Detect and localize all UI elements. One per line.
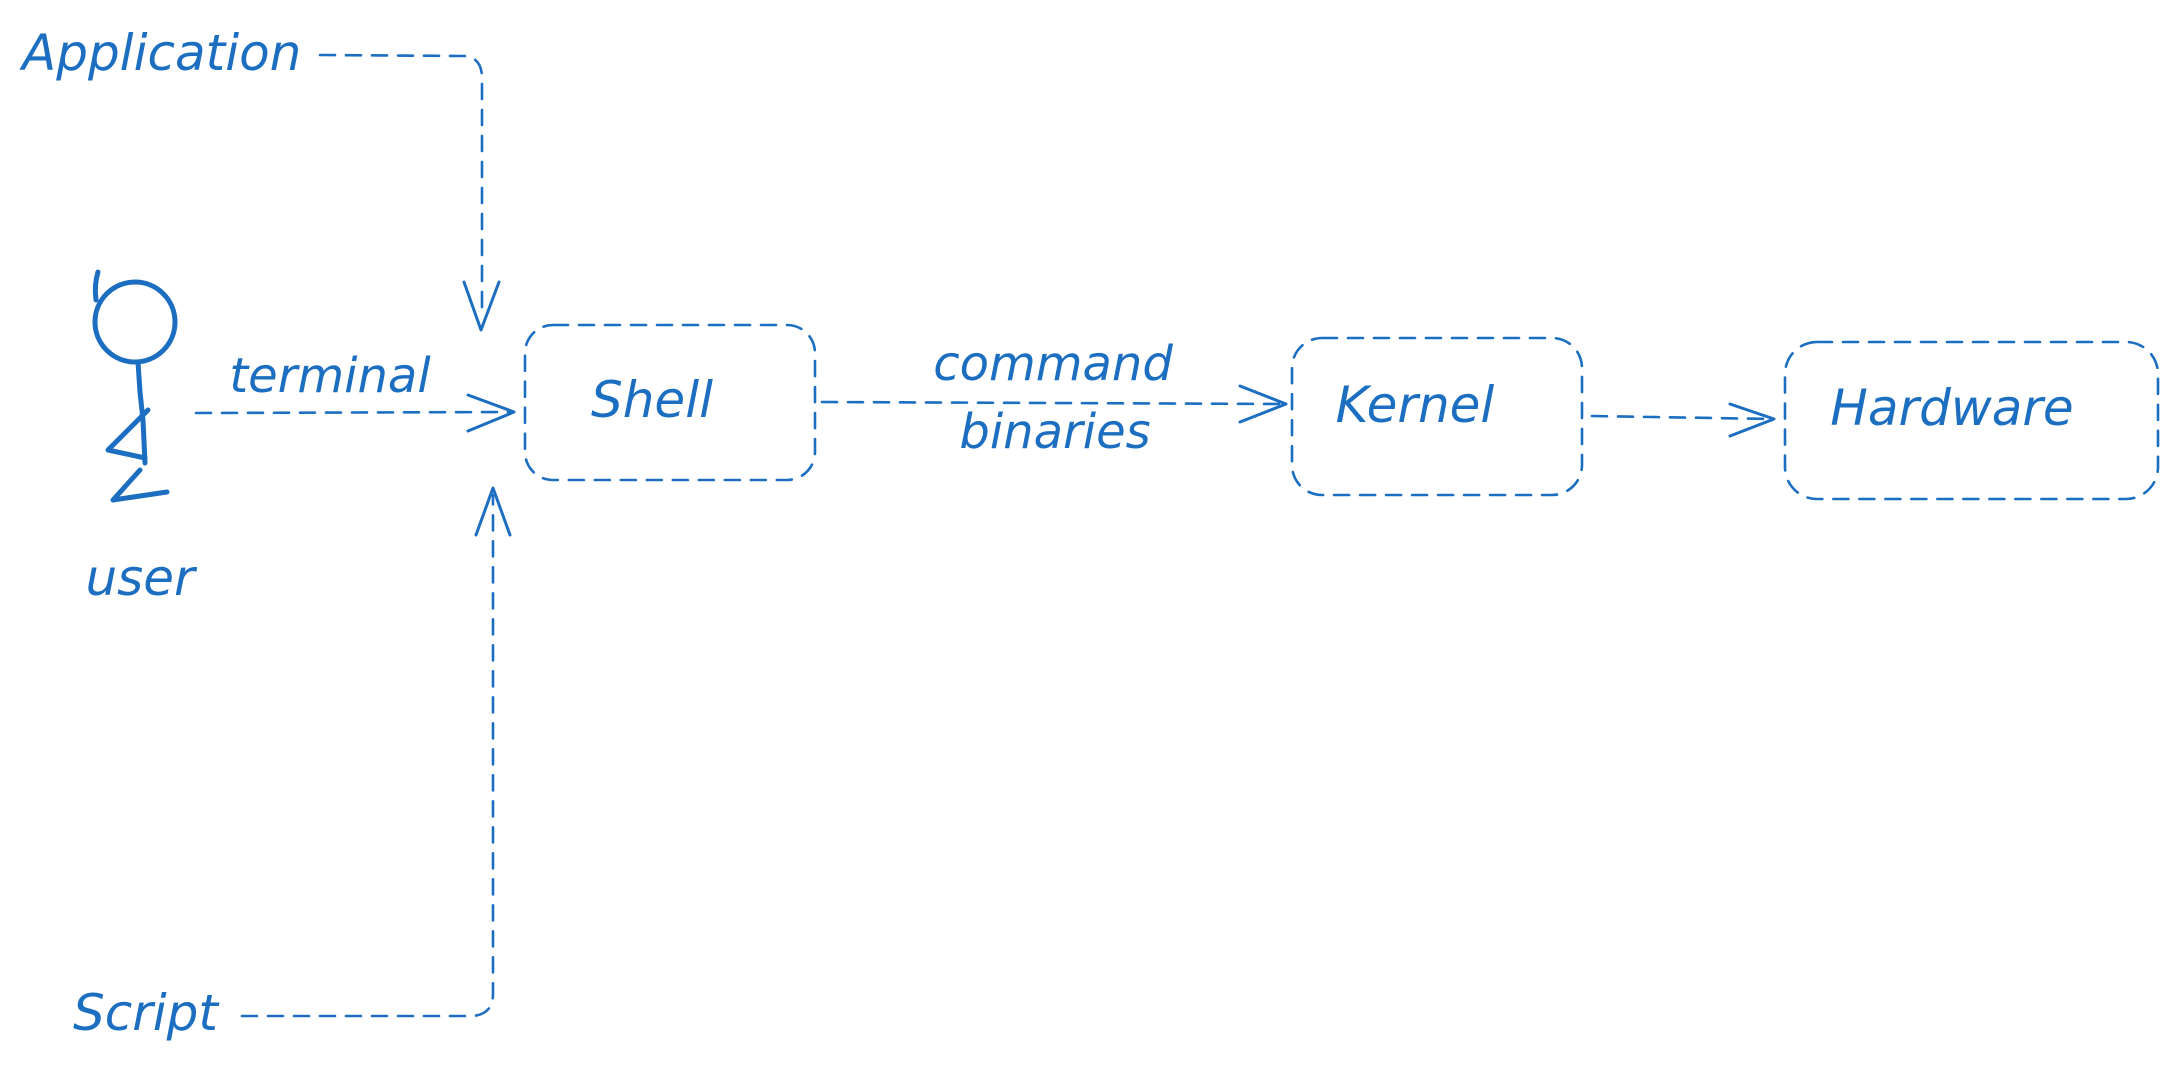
shell-node-label: Shell	[591, 371, 713, 429]
hardware-node: Hardware	[1783, 340, 2160, 501]
script-arrowhead-icon	[474, 486, 512, 537]
user-to-shell-arrow	[194, 410, 512, 415]
terminal-arrowhead-icon	[466, 393, 516, 433]
script-to-shell-arrow	[240, 493, 495, 1018]
application-arrowhead-icon	[462, 280, 501, 332]
kernel-node-label: Kernel	[1336, 376, 1495, 434]
script-label: Script	[73, 984, 220, 1042]
application-label: Application	[19, 24, 301, 82]
kernel-arrowhead-icon	[1238, 384, 1288, 424]
hardware-node-label: Hardware	[1830, 379, 2073, 437]
user-actor-icon	[92, 269, 178, 503]
user-label: user	[85, 549, 198, 607]
hardware-arrowhead-icon	[1728, 402, 1776, 438]
terminal-edge-label: terminal	[229, 348, 431, 404]
application-to-shell-arrow	[318, 53, 484, 312]
shell-node: Shell	[523, 323, 817, 482]
kernel-node: Kernel	[1290, 336, 1584, 497]
binaries-edge-label: binaries	[959, 404, 1150, 460]
kernel-to-hardware-arrow	[1590, 414, 1774, 421]
command-edge-label: command	[933, 336, 1173, 392]
